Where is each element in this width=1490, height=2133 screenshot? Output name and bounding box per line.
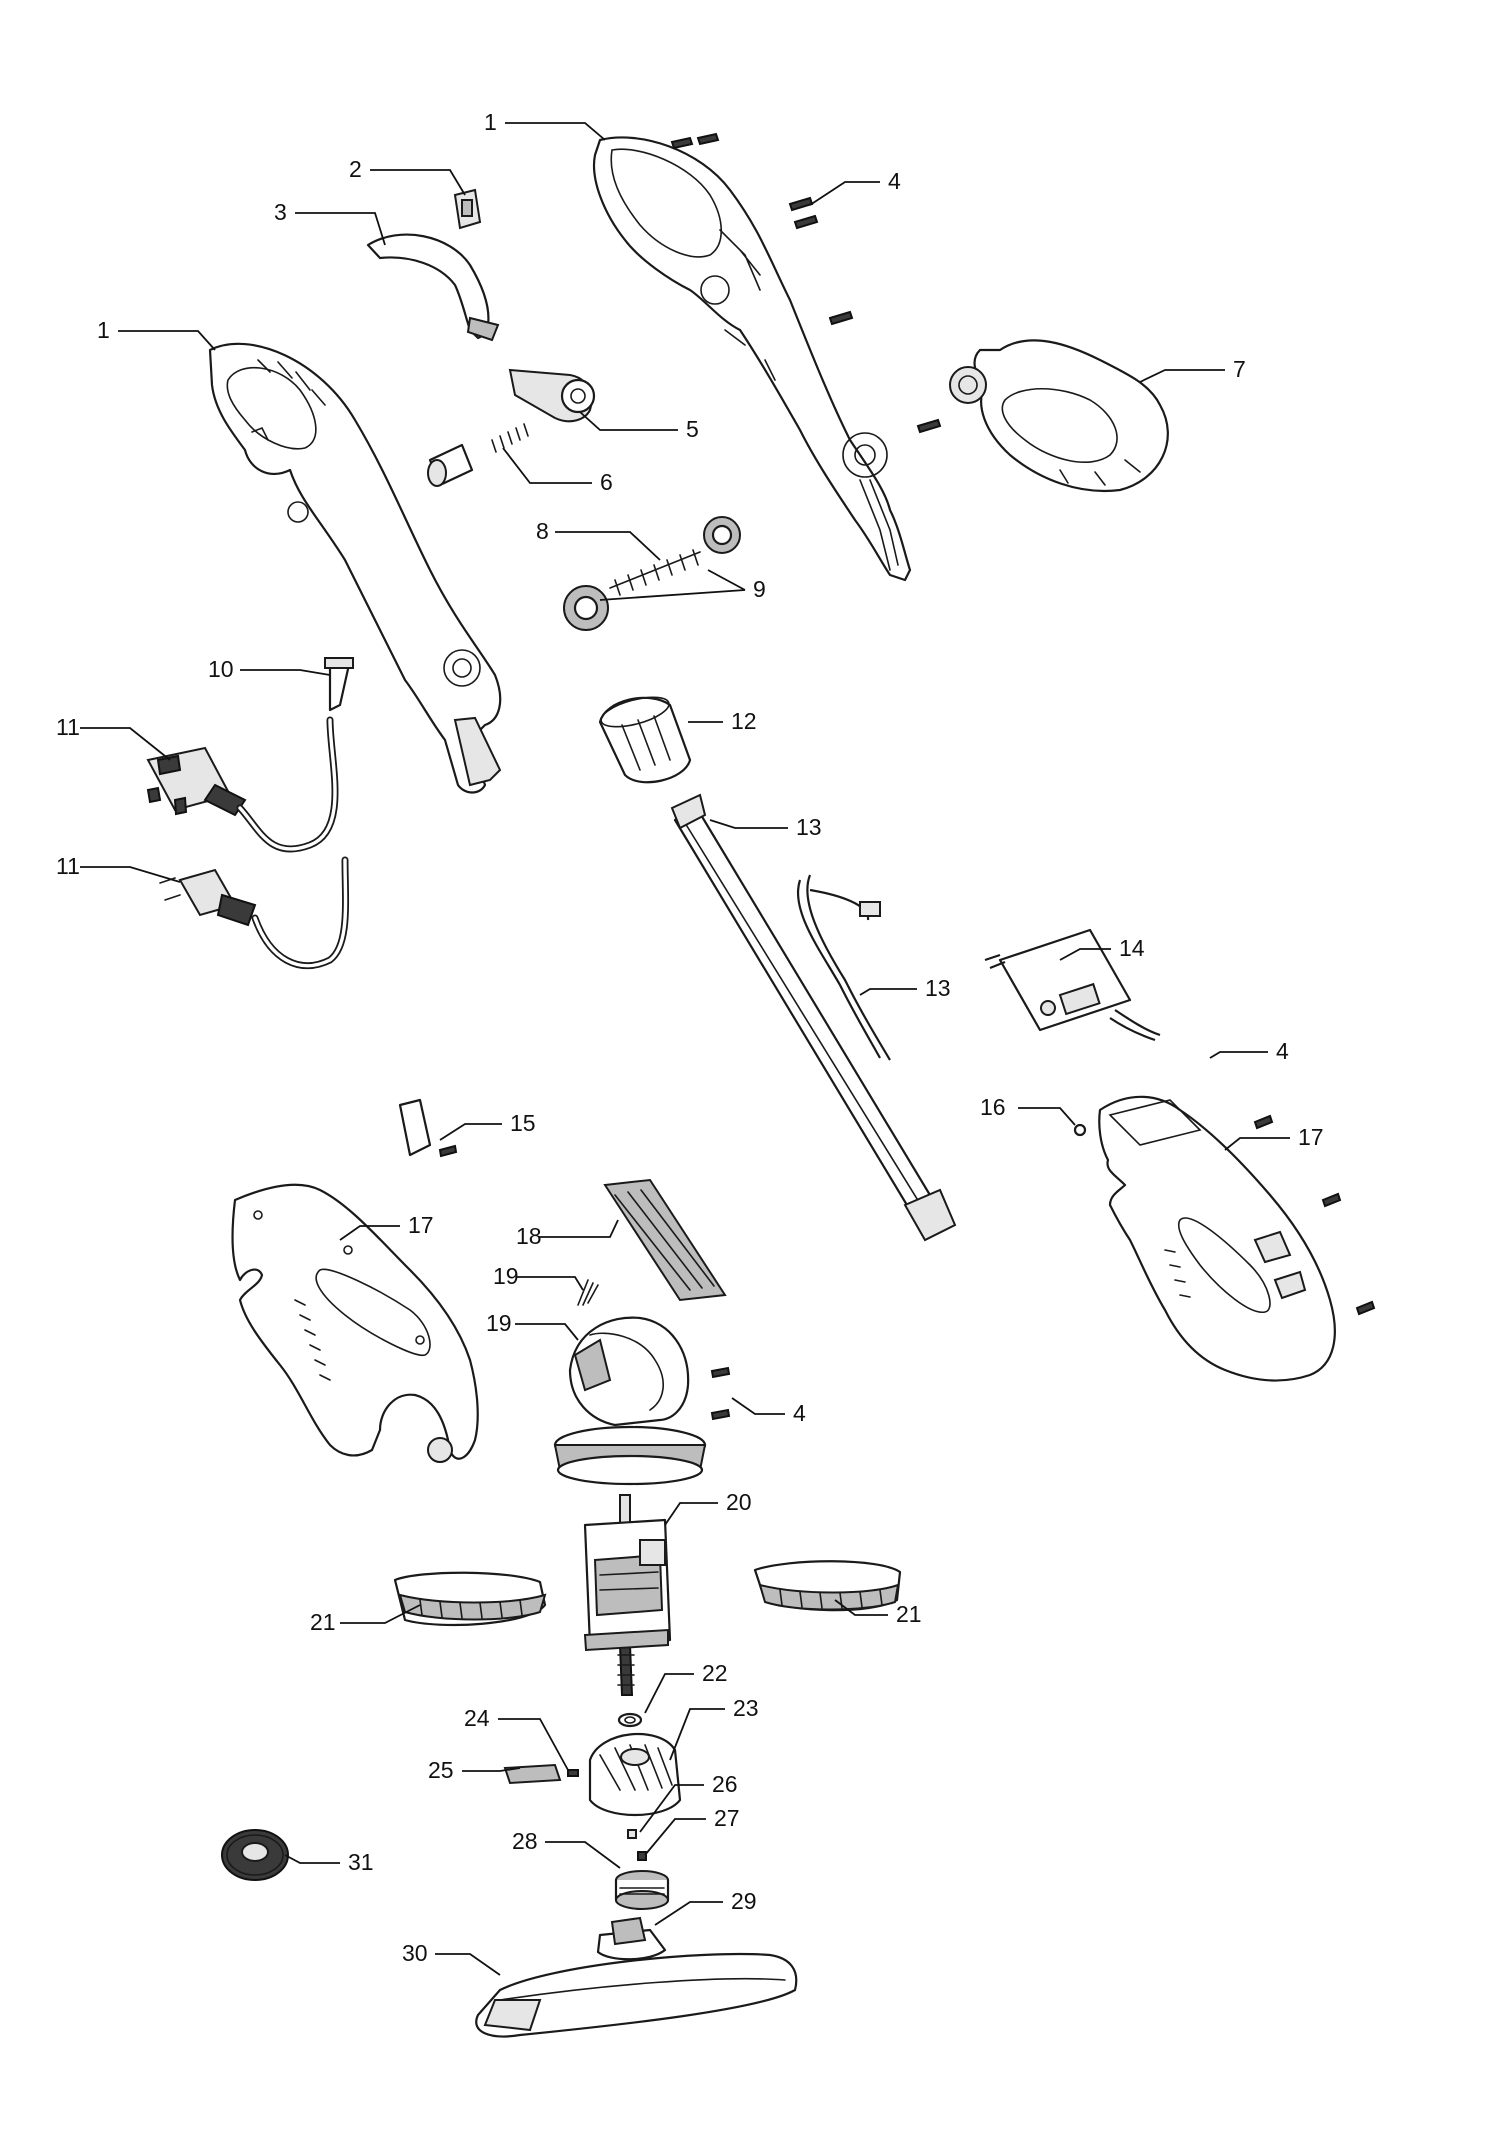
- part-17-right-motor-housing: [1098, 1095, 1336, 1382]
- callout-20: 20: [726, 1489, 752, 1515]
- callout-27: 27: [714, 1805, 740, 1831]
- leader-lines: [80, 122, 1290, 1976]
- part-15-switch-clip: [398, 1098, 458, 1158]
- callout-10: 10: [208, 656, 234, 682]
- part-5-lock-lever: [508, 368, 596, 423]
- part-9-gear-knobs: [563, 516, 741, 631]
- part-18-air-filter: [603, 1178, 727, 1302]
- callout-15: 15: [510, 1110, 536, 1136]
- part-31-line-coil: [221, 1829, 289, 1881]
- callout-21-left: 21: [310, 1609, 336, 1635]
- callout-8: 8: [536, 518, 549, 544]
- part-17-left-motor-housing: [231, 1183, 479, 1463]
- part-24-key: [567, 1769, 579, 1777]
- part-3-trigger: [366, 233, 500, 342]
- callout-19-spring: 19: [493, 1263, 519, 1289]
- part-25-brush-holder: [503, 1763, 562, 1785]
- callout-22: 22: [702, 1660, 728, 1686]
- callout-3: 3: [274, 199, 287, 225]
- callout-4-top: 4: [888, 168, 901, 194]
- callout-7: 7: [1233, 356, 1246, 382]
- part-10-cord-clip: [324, 657, 354, 712]
- callout-13-wires: 13: [925, 975, 951, 1001]
- part-6-plunger-spring: [427, 423, 529, 487]
- part-1-right-handle-half: [592, 136, 912, 582]
- part-2-switch: [453, 188, 482, 230]
- callout-23: 23: [733, 1695, 759, 1721]
- part-19-motor-cover: [553, 1316, 707, 1486]
- part-23-fan: [588, 1732, 682, 1816]
- callout-5: 5: [686, 416, 699, 442]
- part-12-sleeve: [598, 696, 692, 784]
- callout-4-bottom: 4: [793, 1400, 806, 1426]
- callout-17-right: 17: [1298, 1124, 1324, 1150]
- callout-2: 2: [349, 156, 362, 182]
- callout-1-top: 1: [484, 109, 497, 135]
- callout-12: 12: [731, 708, 757, 734]
- part-16-washer: [1073, 1123, 1087, 1137]
- callout-16: 16: [980, 1094, 1006, 1120]
- part-11-eu-plug: [159, 856, 350, 970]
- part-21-left-vent: [393, 1571, 547, 1627]
- part-26-nut: [627, 1829, 637, 1839]
- callout-19-cover: 19: [486, 1310, 512, 1336]
- callout-30: 30: [402, 1940, 428, 1966]
- part-29-spool-cap: [596, 1916, 667, 1961]
- part-27-nut: [637, 1851, 647, 1861]
- callout-26: 26: [712, 1771, 738, 1797]
- callout-31: 31: [348, 1849, 374, 1875]
- callout-6: 6: [600, 469, 613, 495]
- callout-4-right: 4: [1276, 1038, 1289, 1064]
- callout-11-eu: 11: [56, 853, 80, 879]
- part-7-auxiliary-handle: [949, 339, 1169, 492]
- part-13-shaft-tube: [670, 793, 957, 1242]
- callout-14: 14: [1119, 935, 1145, 961]
- callout-29: 29: [731, 1888, 757, 1914]
- callout-13-tube: 13: [796, 814, 822, 840]
- callout-17-left: 17: [408, 1212, 434, 1238]
- part-28-spool: [614, 1870, 670, 1910]
- part-20-motor: [583, 1494, 672, 1696]
- part-21-right-vent: [753, 1560, 902, 1612]
- callout-18: 18: [516, 1223, 542, 1249]
- callout-11-uk: 11: [56, 714, 80, 740]
- part-4-screws: [670, 132, 1376, 1421]
- part-8-spring: [609, 549, 701, 596]
- callout-21-right: 21: [896, 1601, 922, 1627]
- callout-28: 28: [512, 1828, 538, 1854]
- part-19-spring: [577, 1279, 599, 1306]
- part-30-guard: [475, 1952, 798, 2038]
- callout-numbers: 1 2 3 4 1 5 6 7 8 9 10 11 11 12 13 13 14…: [56, 109, 1324, 1966]
- part-13-wires: [797, 874, 891, 1061]
- part-1-left-handle-half: [208, 342, 502, 794]
- callout-1-left: 1: [97, 317, 110, 343]
- callout-24: 24: [464, 1705, 490, 1731]
- part-14-capacitor-board: [984, 928, 1161, 1042]
- callout-25: 25: [428, 1757, 454, 1783]
- callout-9: 9: [753, 576, 766, 602]
- part-22-washer: [617, 1712, 643, 1728]
- part-11-uk-plug: [146, 716, 339, 853]
